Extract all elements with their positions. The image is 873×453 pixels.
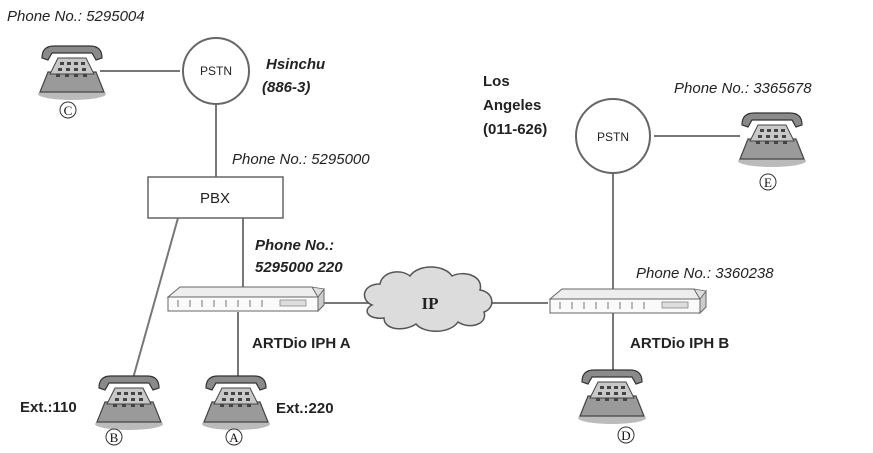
pbx-phone-number: Phone No.: 5295000 — [232, 151, 370, 168]
phone-d-marker: D — [617, 426, 635, 444]
phone-a-letter: A — [229, 430, 239, 445]
pstn-la-node: PSTN — [575, 98, 651, 174]
phone-c-letter: C — [64, 103, 73, 118]
phone-e-number: Phone No.: 3365678 — [674, 80, 812, 97]
pbx-node: PBX — [147, 176, 284, 219]
phone-b-letter: B — [110, 430, 119, 445]
phone-d-icon — [577, 369, 647, 425]
phone-a-icon — [201, 375, 271, 431]
phone-c-marker: C — [59, 101, 77, 119]
la-label-line1: Los — [483, 73, 510, 90]
phone-a-marker: A — [225, 428, 243, 446]
pstn-hsinchu-node: PSTN — [182, 37, 250, 105]
ip-cloud: IP — [363, 266, 493, 332]
pbx-label: PBX — [200, 190, 230, 207]
artdio-iph-b-label: ARTDio IPH B — [630, 335, 729, 352]
ipha-phone-number: 5295000 220 — [255, 259, 343, 276]
artdio-iph-a-device — [167, 286, 325, 312]
phone-e-icon — [737, 112, 807, 168]
iphb-phone-number: Phone No.: 3360238 — [636, 265, 774, 282]
la-label-line2: Angeles — [483, 97, 541, 114]
hsinchu-code: (886-3) — [262, 79, 310, 96]
wire-pbx-b — [131, 217, 179, 383]
phone-b-icon — [94, 375, 164, 431]
phone-d-letter: D — [621, 428, 630, 443]
phone-c-icon — [37, 45, 107, 101]
phone-c-number: Phone No.: 5295004 — [7, 8, 145, 25]
hsinchu-label: Hsinchu — [266, 56, 325, 73]
ipha-phone-label: Phone No.: — [255, 237, 334, 254]
ext-a-label: Ext.:220 — [276, 400, 334, 417]
artdio-iph-b-device — [549, 288, 707, 314]
phone-e-letter: E — [764, 175, 772, 190]
ext-b-label: Ext.:110 — [20, 399, 77, 416]
ip-cloud-label: IP — [422, 294, 439, 313]
pstn-hsinchu-label: PSTN — [200, 64, 232, 78]
la-code: (011-626) — [483, 121, 547, 138]
phone-b-marker: B — [105, 428, 123, 446]
phone-e-marker: E — [759, 173, 777, 191]
pstn-la-label: PSTN — [597, 130, 629, 144]
artdio-iph-a-label: ARTDio IPH A — [252, 335, 351, 352]
